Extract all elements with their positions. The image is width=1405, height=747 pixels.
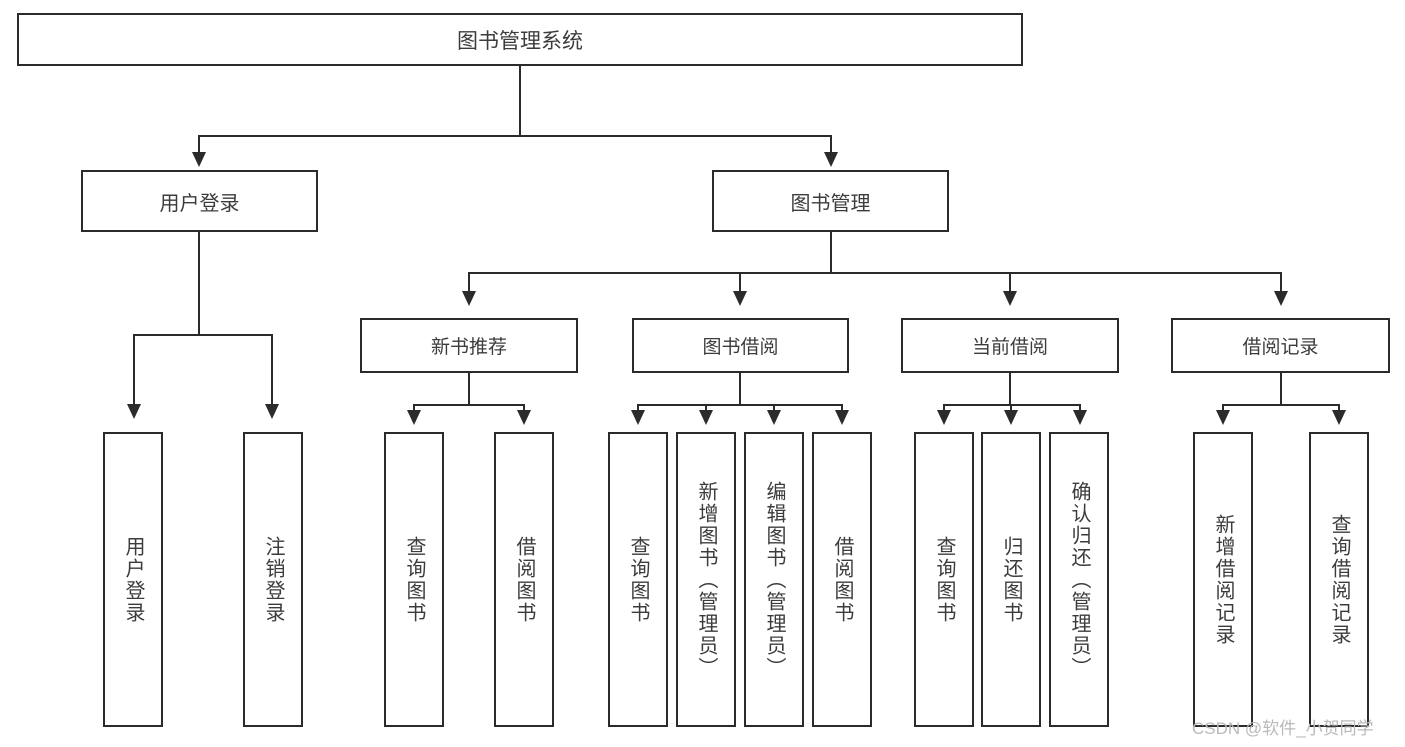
node-leaf-borrow-book-2[interactable]: 借阅图书 xyxy=(812,432,872,727)
node-leaf-query-borrow-record[interactable]: 查询借阅记录 xyxy=(1309,432,1369,727)
node-leaf-user-login[interactable]: 用户登录 xyxy=(103,432,163,727)
connector-user-login-bar xyxy=(133,334,272,336)
connector-root-to-book-management xyxy=(830,135,832,155)
node-leaf-add-book[interactable]: 新增图书（管理员） xyxy=(676,432,736,727)
connector-borrow-record-bar xyxy=(1222,404,1340,406)
connector-book-management-stem xyxy=(830,232,832,274)
arrow-cb-to-leaf-2 xyxy=(1004,410,1018,425)
arrow-bm-to-new-book xyxy=(462,291,476,306)
node-leaf-add-borrow-record[interactable]: 新增借阅记录 xyxy=(1193,432,1253,727)
node-label: 图书管理 xyxy=(790,192,871,215)
arrow-new-book-to-leaf-1 xyxy=(407,410,421,425)
node-label: 确认归还（管理员） xyxy=(1068,480,1090,679)
node-label: 图书借阅 xyxy=(702,337,779,358)
node-label: 图书管理系统 xyxy=(457,29,583,53)
node-leaf-confirm-return[interactable]: 确认归还（管理员） xyxy=(1049,432,1109,727)
node-label: 用户登录 xyxy=(159,192,240,215)
node-label: 查询图书 xyxy=(627,535,649,624)
node-leaf-return-book[interactable]: 归还图书 xyxy=(981,432,1041,727)
node-label: 当前借阅 xyxy=(971,337,1048,358)
node-book-borrow[interactable]: 图书借阅 xyxy=(632,318,849,373)
node-label: 借阅记录 xyxy=(1242,337,1319,358)
node-leaf-query-book-3[interactable]: 查询图书 xyxy=(914,432,974,727)
connector-book-borrow-stem xyxy=(739,373,741,406)
arrow-root-to-user-login xyxy=(192,152,206,167)
connector-root-stem xyxy=(519,66,521,136)
node-label: 查询借阅记录 xyxy=(1328,513,1350,646)
arrow-user-login-to-leaf-2 xyxy=(265,404,279,419)
connector-user-login-to-leaf-1 xyxy=(133,334,135,406)
node-borrow-record[interactable]: 借阅记录 xyxy=(1171,318,1390,373)
connector-book-borrow-bar xyxy=(637,404,843,406)
connector-current-borrow-stem xyxy=(1009,373,1011,406)
arrow-new-book-to-leaf-2 xyxy=(517,410,531,425)
node-leaf-query-book-1[interactable]: 查询图书 xyxy=(384,432,444,727)
node-label: 查询图书 xyxy=(933,535,955,624)
node-label: 新增借阅记录 xyxy=(1212,513,1234,646)
node-label: 注销登录 xyxy=(262,535,284,624)
node-label: 新增图书（管理员） xyxy=(695,480,717,679)
connector-root-bar xyxy=(198,135,832,137)
node-label: 归还图书 xyxy=(1000,535,1022,624)
arrow-bm-to-borrow-record xyxy=(1274,291,1288,306)
node-user-login[interactable]: 用户登录 xyxy=(81,170,318,232)
node-label: 借阅图书 xyxy=(513,535,535,624)
connector-book-management-bar xyxy=(468,272,1281,274)
connector-current-borrow-bar xyxy=(943,404,1081,406)
arrow-bb-to-leaf-3 xyxy=(767,410,781,425)
connector-bm-to-new-book xyxy=(468,272,470,294)
node-root-book-management-system[interactable]: 图书管理系统 xyxy=(17,13,1023,66)
node-leaf-borrow-book-1[interactable]: 借阅图书 xyxy=(494,432,554,727)
node-label: 用户登录 xyxy=(122,535,144,624)
node-label: 新书推荐 xyxy=(430,337,507,358)
arrow-bm-to-current-borrow xyxy=(1003,291,1017,306)
node-current-borrow[interactable]: 当前借阅 xyxy=(901,318,1119,373)
arrow-br-to-leaf-2 xyxy=(1332,410,1346,425)
connector-new-book-stem xyxy=(468,373,470,406)
arrow-bb-to-leaf-1 xyxy=(631,410,645,425)
arrow-cb-to-leaf-1 xyxy=(937,410,951,425)
node-label: 借阅图书 xyxy=(831,535,853,624)
connector-borrow-record-stem xyxy=(1280,373,1282,406)
connector-bm-to-borrow-record xyxy=(1280,272,1282,294)
node-label: 查询图书 xyxy=(403,535,425,624)
connector-user-login-to-leaf-2 xyxy=(271,334,273,406)
connector-new-book-bar xyxy=(413,404,524,406)
arrow-bb-to-leaf-2 xyxy=(699,410,713,425)
node-new-book-recommend[interactable]: 新书推荐 xyxy=(360,318,578,373)
node-book-management[interactable]: 图书管理 xyxy=(712,170,949,232)
arrow-root-to-book-management xyxy=(824,152,838,167)
node-leaf-edit-book[interactable]: 编辑图书（管理员） xyxy=(744,432,804,727)
connector-bm-to-book-borrow xyxy=(739,272,741,294)
node-leaf-query-book-2[interactable]: 查询图书 xyxy=(608,432,668,727)
arrow-bb-to-leaf-4 xyxy=(835,410,849,425)
arrow-bm-to-book-borrow xyxy=(733,291,747,306)
node-leaf-logout-login[interactable]: 注销登录 xyxy=(243,432,303,727)
connector-user-login-stem xyxy=(198,232,200,336)
arrow-cb-to-leaf-3 xyxy=(1073,410,1087,425)
connector-root-to-user-login xyxy=(198,135,200,155)
node-label: 编辑图书（管理员） xyxy=(763,480,785,679)
connector-bm-to-current-borrow xyxy=(1009,272,1011,294)
csdn-watermark: CSDN @软件_小贺同学 xyxy=(1192,719,1374,738)
arrow-user-login-to-leaf-1 xyxy=(127,404,141,419)
arrow-br-to-leaf-1 xyxy=(1216,410,1230,425)
